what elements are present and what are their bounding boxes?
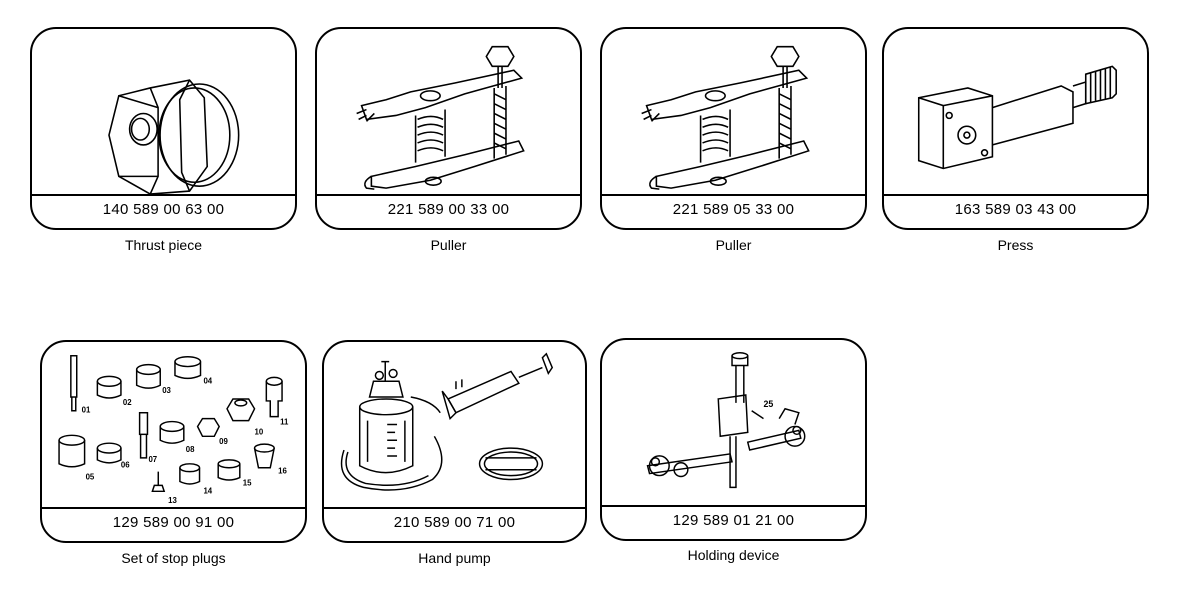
tool-card-hand-pump: 210 589 00 71 00 bbox=[322, 340, 587, 543]
part-number: 163 589 03 43 00 bbox=[884, 194, 1147, 228]
tool-name: Puller bbox=[430, 237, 467, 253]
part-number: 210 589 00 71 00 bbox=[324, 507, 585, 541]
thrust-piece-icon bbox=[32, 29, 295, 196]
plug-number: 15 bbox=[243, 478, 252, 487]
holding-device-icon: 25 bbox=[602, 340, 865, 507]
tool-card-stop-plugs: 01 02 03 04 05 06 07 08 09 10 11 13 14 1… bbox=[40, 340, 307, 543]
plug-number: 04 bbox=[203, 376, 212, 385]
plug-number: 10 bbox=[255, 427, 264, 436]
plug-number: 06 bbox=[121, 461, 130, 470]
tool-name: Holding device bbox=[687, 547, 780, 563]
plug-number: 11 bbox=[280, 418, 289, 427]
tool-name: Set of stop plugs bbox=[121, 550, 226, 566]
tool-card-press: 163 589 03 43 00 bbox=[882, 27, 1149, 230]
part-number: 221 589 00 33 00 bbox=[317, 194, 580, 228]
tool-name: Thrust piece bbox=[124, 237, 203, 253]
tool-card-thrust-piece: 140 589 00 63 00 bbox=[30, 27, 297, 230]
holding-device-number: 25 bbox=[763, 399, 773, 409]
part-number: 129 589 00 91 00 bbox=[42, 507, 305, 541]
part-number: 129 589 01 21 00 bbox=[602, 505, 865, 539]
hand-pump-icon bbox=[324, 342, 585, 509]
part-number: 221 589 05 33 00 bbox=[602, 194, 865, 228]
plug-number: 01 bbox=[82, 406, 91, 415]
tool-name: Press bbox=[997, 237, 1034, 253]
tool-card-puller: 221 589 00 33 00 bbox=[315, 27, 582, 230]
plug-number: 03 bbox=[162, 386, 171, 395]
plug-number: 14 bbox=[203, 486, 212, 495]
plug-number: 07 bbox=[148, 455, 157, 464]
press-icon bbox=[884, 29, 1147, 196]
puller-icon bbox=[317, 29, 580, 196]
puller-icon bbox=[602, 29, 865, 196]
plug-number: 08 bbox=[186, 445, 195, 454]
tool-name: Hand pump bbox=[418, 550, 491, 566]
tool-card-holding-device: 25 129 589 01 21 00 bbox=[600, 338, 867, 541]
plug-number: 13 bbox=[168, 496, 177, 505]
tool-card-puller-2: 221 589 05 33 00 bbox=[600, 27, 867, 230]
plug-number: 02 bbox=[123, 398, 132, 407]
plug-number: 05 bbox=[86, 473, 95, 482]
tool-name: Puller bbox=[715, 237, 752, 253]
plug-number: 16 bbox=[278, 467, 287, 476]
part-number: 140 589 00 63 00 bbox=[32, 194, 295, 228]
stop-plugs-icon: 01 02 03 04 05 06 07 08 09 10 11 13 14 1… bbox=[42, 342, 305, 509]
plug-number: 09 bbox=[219, 437, 228, 446]
